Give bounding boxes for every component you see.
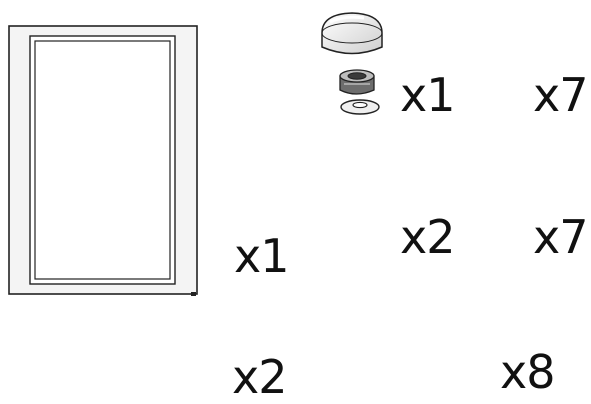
- strip-quantity: x2: [232, 350, 287, 404]
- cap-quantity: x1: [400, 68, 455, 122]
- panel-quantity: x1: [234, 229, 289, 283]
- cover-cap-icon: [321, 12, 383, 115]
- mirror-panel-icon: [8, 25, 198, 296]
- clip-quantity: x8: [500, 345, 555, 399]
- screw-quantity: x7: [533, 68, 588, 122]
- anchor-quantity: x7: [533, 210, 588, 264]
- bracket-quantity: x2: [400, 210, 455, 264]
